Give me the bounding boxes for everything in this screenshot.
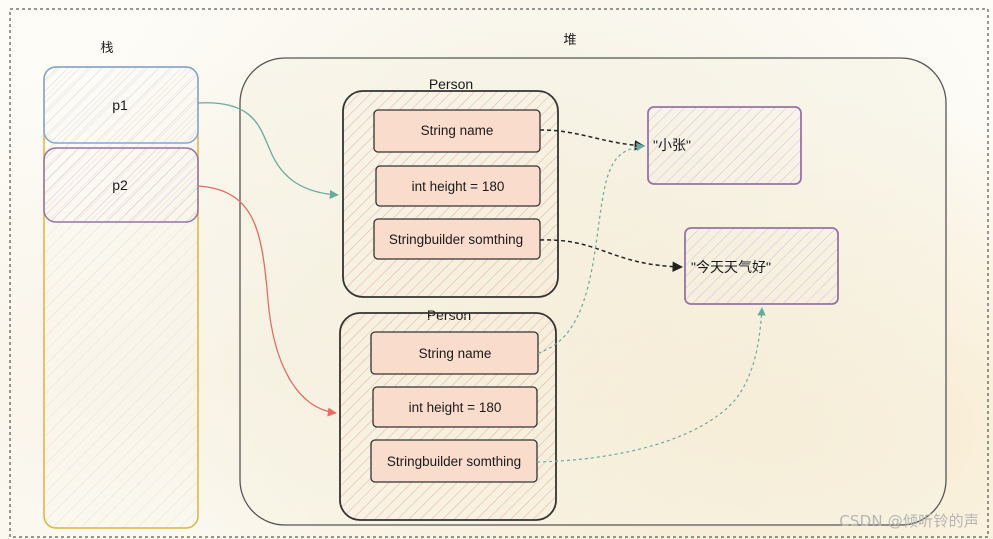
object-2-field-something	[370, 439, 538, 483]
outer-frame	[9, 8, 989, 538]
object-1-field-height-label: int height = 180	[412, 179, 505, 194]
arrow-p2-to-object-2	[197, 185, 337, 417]
object-2-field-name-label: String name	[419, 346, 492, 361]
object-2-field-height-label: int height = 180	[409, 400, 502, 415]
stack-var-p1-label: p1	[112, 97, 128, 113]
object-1-field-height	[375, 165, 541, 207]
value-weather	[684, 227, 839, 305]
value-xiaozhang-label: "小张"	[653, 137, 691, 153]
object-1-field-name-label: String name	[421, 123, 494, 138]
value-weather-label: "今天天气好"	[691, 259, 771, 275]
arrow-object-2-name-to-xiaozhang	[537, 142, 645, 354]
stack-var-p2	[43, 147, 199, 223]
object-1-field-something-label: Stringbuilder somthing	[389, 232, 523, 247]
watermark: CSDN @倾听铃的声	[839, 512, 979, 530]
object-1-field-name	[373, 109, 541, 153]
stack-var-p2-label: p2	[112, 177, 128, 193]
object-2-field-height	[372, 386, 538, 428]
arrow-p1-to-object-1	[197, 102, 339, 200]
stack-var-p1	[43, 66, 199, 144]
arrow-object-2-something-to-weather	[536, 307, 766, 463]
heap-title: 堆	[563, 32, 576, 47]
object-2-field-something-label: Stringbuilder somthing	[387, 454, 521, 469]
value-xiaozhang	[647, 106, 802, 185]
arrow-object-1-name-to-xiaozhang	[539, 129, 646, 151]
object-1-title: Person	[429, 76, 473, 92]
object-1-field-something	[373, 218, 541, 260]
stack-title: 栈	[100, 40, 113, 55]
